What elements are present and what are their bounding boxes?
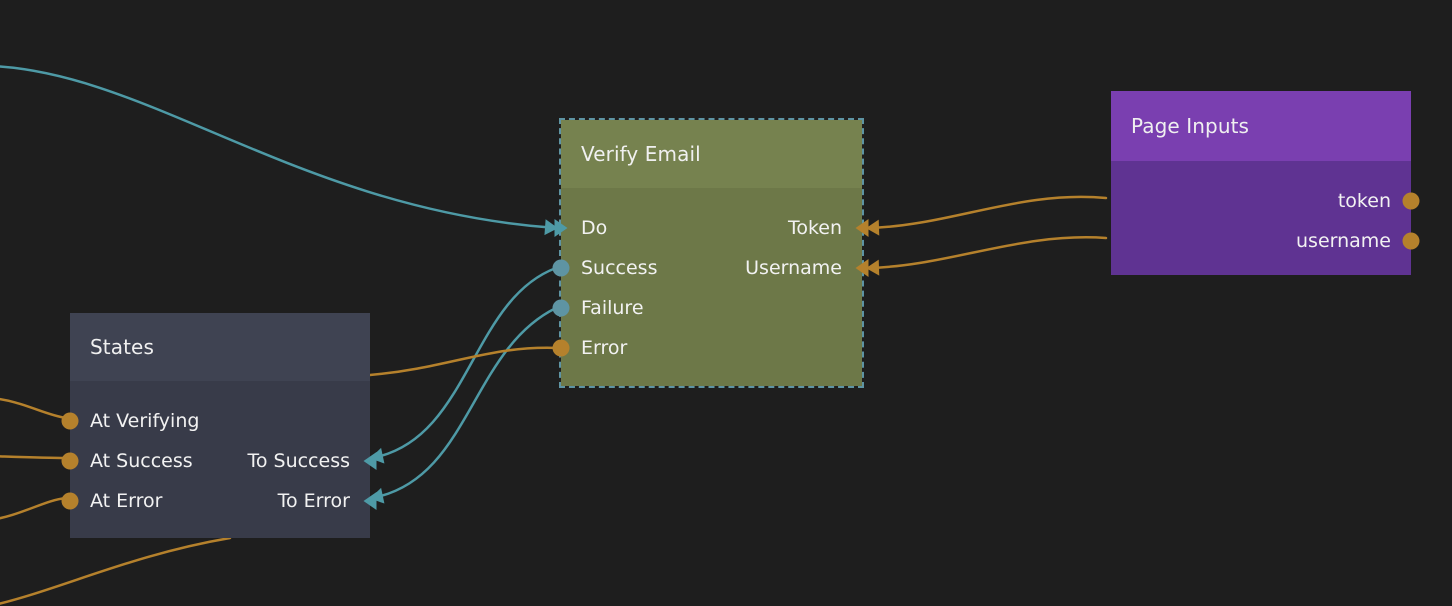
input-port-error[interactable]	[552, 339, 578, 365]
input-label: At Verifying	[90, 409, 200, 432]
node-row: At Success To Success	[61, 441, 377, 481]
input-port-at-error[interactable]	[61, 492, 87, 518]
input-label: Success	[581, 256, 658, 279]
node-row: Failure	[552, 288, 862, 328]
node-row: Success Username	[552, 248, 869, 288]
output-port-token[interactable]	[1402, 192, 1428, 218]
input-label: At Error	[90, 489, 163, 512]
output-label: Username	[745, 256, 842, 279]
edge-failure-to-to-error[interactable]	[370, 306, 558, 500]
input-port-success[interactable]	[552, 259, 578, 285]
port-marker	[554, 219, 568, 237]
input-label: Error	[581, 336, 628, 359]
output-port-username[interactable]	[855, 259, 875, 286]
port-marker	[363, 452, 377, 470]
port-marker	[1402, 232, 1420, 250]
input-label: Failure	[581, 296, 644, 319]
node-row: username	[1111, 221, 1420, 261]
output-label: username	[1296, 229, 1391, 252]
port-marker	[855, 259, 869, 277]
output-label: Token	[787, 216, 842, 239]
node-header-states[interactable]: States	[70, 313, 370, 381]
output-label: To Success	[247, 449, 350, 472]
port-marker	[61, 452, 79, 470]
output-port-to-error[interactable]	[363, 492, 383, 519]
output-port-to-success[interactable]	[363, 452, 383, 479]
node-body-states: At Verifying At Success To Success At Error…	[61, 381, 377, 538]
node-title: Verify Email	[581, 142, 701, 166]
node-row: token	[1111, 181, 1420, 221]
port-marker	[1402, 192, 1420, 210]
edge-states-out-to-error[interactable]	[368, 346, 561, 377]
node-title: Page Inputs	[1131, 114, 1250, 138]
port-marker	[61, 412, 79, 430]
port-marker	[855, 219, 869, 237]
output-label: To Error	[277, 489, 350, 512]
output-port-username[interactable]	[1402, 232, 1428, 258]
edge-token-to-token-port[interactable]	[866, 195, 1108, 230]
output-port-token[interactable]	[855, 219, 875, 246]
port-marker	[552, 299, 570, 317]
input-port-do[interactable]	[554, 219, 574, 246]
edge-offscreen-to-at-success[interactable]	[0, 455, 68, 460]
node-row: Do Token	[554, 208, 869, 248]
edge-success-to-to-success[interactable]	[370, 266, 558, 460]
port-marker	[552, 339, 570, 357]
edge-username-to-username-port[interactable]	[866, 236, 1108, 270]
node-title: States	[90, 335, 154, 359]
port-marker	[363, 492, 377, 510]
edge-offscreen-to-at-error[interactable]	[0, 496, 68, 520]
node-body-page-inputs: token username	[1111, 161, 1420, 275]
input-label: Do	[581, 216, 608, 239]
node-row: At Verifying	[61, 401, 370, 441]
input-port-at-success[interactable]	[61, 452, 87, 478]
edge-offscreen-bottom-pass[interactable]	[0, 536, 232, 606]
input-port-at-verifying[interactable]	[61, 412, 87, 438]
port-marker	[552, 259, 570, 277]
node-page-inputs[interactable]: Page Inputs token username	[1111, 91, 1420, 275]
edge-offscreen-to-do[interactable]	[0, 65, 558, 230]
node-row: At Error To Error	[61, 481, 377, 521]
node-header-page-inputs[interactable]: Page Inputs	[1111, 91, 1411, 161]
input-port-failure[interactable]	[552, 299, 578, 325]
edge-offscreen-to-at-verifying[interactable]	[0, 397, 68, 420]
port-marker	[61, 492, 79, 510]
node-header-verify-email[interactable]: Verify Email	[561, 120, 862, 188]
output-label: token	[1337, 189, 1391, 212]
node-row: Error	[552, 328, 862, 368]
input-label: At Success	[90, 449, 193, 472]
